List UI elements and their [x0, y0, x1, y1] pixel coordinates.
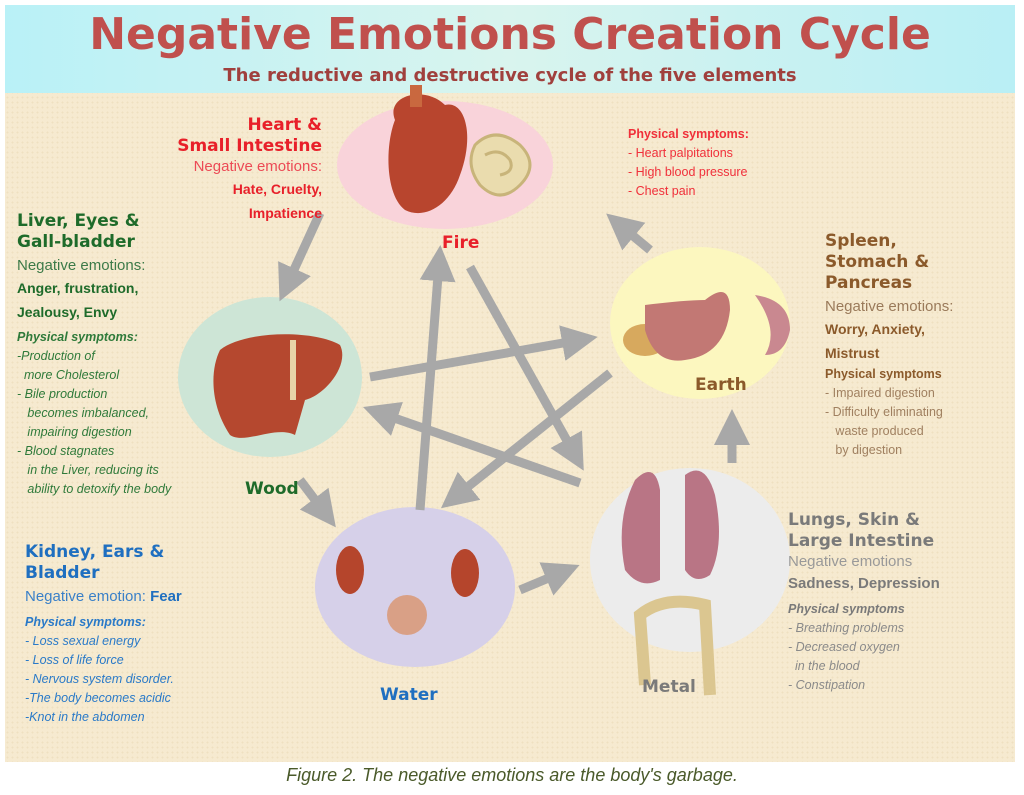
arrow-fire-to-wood: [278, 211, 325, 302]
arrow-water-to-metal: [518, 562, 580, 596]
stomach-icon: [623, 292, 790, 361]
metal-sym-label: Physical symptoms: [788, 602, 905, 616]
arrow-wood-to-water: [296, 477, 336, 528]
small-intestine-icon: [469, 133, 532, 197]
wood-sym-label: Physical symptoms:: [17, 330, 138, 344]
metal-emotion: Sadness, Depression: [788, 575, 940, 592]
arrow-fire-to-metal: [466, 264, 584, 471]
arrow-earth-to-water: [440, 369, 613, 509]
earth-neg-label: Negative emotions:: [825, 298, 954, 315]
wood-emotion: Anger, frustration,: [17, 280, 139, 296]
water-neg-label: Negative emotion:: [25, 588, 146, 605]
heart-icon: [388, 85, 468, 214]
liver-icon: [213, 334, 343, 438]
fire-symptom: - Heart palpitations: [628, 146, 733, 160]
earth-emotion: Mistrust: [825, 345, 880, 361]
metal-label: Metal: [642, 677, 696, 697]
water-organs-line: Bladder: [25, 563, 100, 583]
fire-emotion: Impatience: [248, 205, 322, 221]
metal-symptom: - Decreased oxygen: [788, 640, 900, 654]
metal-symptom: in the blood: [788, 659, 860, 673]
wood-organs-line: Liver, Eyes &: [17, 211, 140, 231]
diagram-poster: Negative Emotions Creation Cycle The red…: [5, 5, 1015, 762]
earth-symptom: - Impaired digestion: [825, 386, 935, 400]
kidneys-bladder-icon: [336, 546, 479, 635]
wood-symptom: becomes imbalanced,: [17, 406, 150, 420]
arrow-earth-to-fire: [606, 213, 653, 254]
arrow-water-to-fire: [415, 245, 456, 511]
earth-sym-label: Physical symptoms: [825, 367, 942, 381]
arrow-metal-to-wood: [363, 401, 582, 488]
earth-emotion: Worry, Anxiety,: [825, 321, 925, 337]
earth-organs-line: Spleen,: [825, 231, 897, 251]
earth-organs-line: Stomach &: [825, 252, 930, 272]
wood-symptom: - Blood stagnates: [17, 444, 115, 458]
water-label: Water: [380, 685, 438, 705]
water-symptom: - Loss sexual energy: [25, 634, 141, 648]
wood-symptom: in the Liver, reducing its: [17, 463, 159, 477]
fire-emotion: Hate, Cruelty,: [232, 181, 322, 197]
wood-symptom: ability to detoxify the body: [17, 482, 172, 496]
fire-symptom: - High blood pressure: [628, 165, 748, 179]
fire-label: Fire: [442, 233, 480, 253]
fire-neg-label: Negative emotions:: [193, 158, 322, 175]
wood-symptom: - Bile production: [17, 387, 108, 401]
earth-organs-line: Pancreas: [825, 273, 913, 293]
large-intestine-icon: [633, 595, 716, 696]
water-sym-label: Physical symptoms:: [25, 615, 146, 629]
metal-symptom: - Constipation: [788, 678, 866, 692]
water-circle: [315, 507, 515, 667]
wood-neg-label: Negative emotions:: [17, 257, 146, 274]
wood-emotion: Jealousy, Envy: [17, 304, 118, 320]
wood-label: Wood: [245, 479, 299, 499]
earth-symptom: - Difficulty eliminating: [825, 405, 943, 419]
metal-organs-line: Large Intestine: [788, 531, 935, 551]
wood-symptom: impairing digestion: [17, 425, 132, 439]
water-symptom: -The body becomes acidic: [25, 691, 171, 705]
earth-symptom: waste produced: [825, 424, 924, 438]
diagram-title: Negative Emotions Creation Cycle: [89, 9, 931, 60]
fire-sym-label: Physical symptoms:: [628, 127, 749, 141]
metal-neg-label: Negative emotions: [788, 553, 913, 570]
fire-symptom: - Chest pain: [628, 184, 696, 198]
fire-symptoms: Physical symptoms: - Heart palpitations - …: [628, 125, 749, 201]
arrow-wood-to-earth: [369, 325, 598, 382]
fire-organs-line: Heart &: [247, 115, 322, 135]
wood-symptom: more Cholesterol: [17, 368, 120, 382]
wood-organs-line: Gall-bladder: [17, 232, 135, 252]
earth-symptom: by digestion: [825, 443, 903, 457]
water-emotion: Fear: [150, 588, 182, 605]
diagram-subtitle: The reductive and destructive cycle of t…: [223, 65, 797, 86]
title-banner: [5, 5, 1015, 93]
metal-organs-line: Lungs, Skin &: [788, 510, 920, 530]
lungs-icon: [621, 470, 719, 584]
water-symptom: - Nervous system disorder.: [25, 672, 174, 686]
wood-symptom: -Production of: [17, 349, 95, 363]
earth-label: Earth: [695, 375, 747, 395]
cycle-illustration: [178, 85, 790, 696]
water-symptom: -Knot in the abdomen: [25, 710, 145, 724]
figure-caption: Figure 2. The negative emotions are the …: [286, 765, 738, 785]
water-symptom: - Loss of life force: [25, 653, 124, 667]
water-organs-line: Kidney, Ears &: [25, 542, 165, 562]
metal-symptom: - Breathing problems: [788, 621, 905, 635]
fire-organs-line: Small Intestine: [177, 136, 322, 156]
